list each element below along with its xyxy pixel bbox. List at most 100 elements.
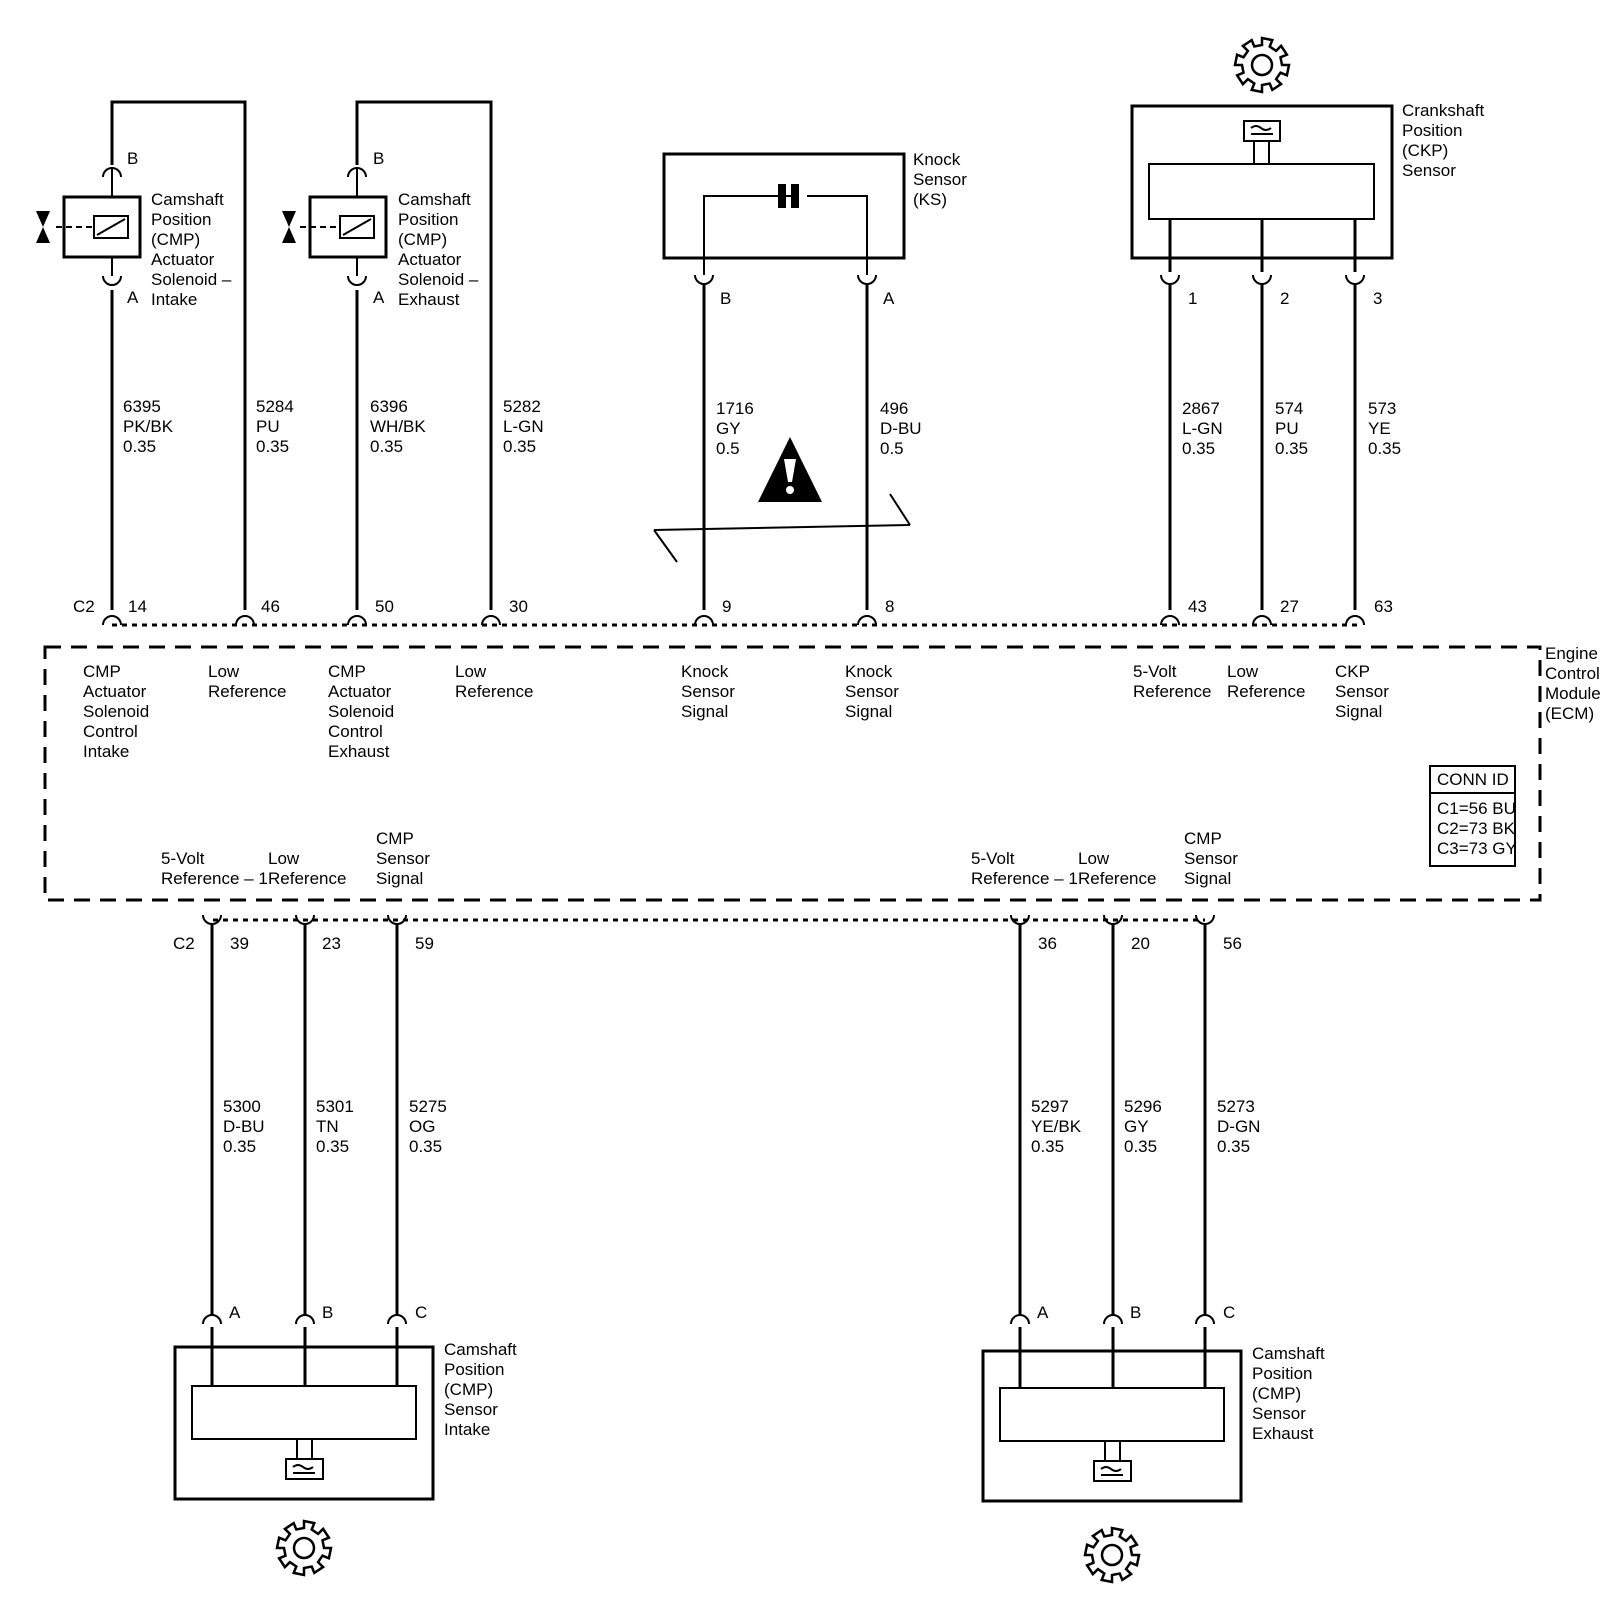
knock-sensor: B A Knock Sensor (KS) [653,150,967,610]
svg-text:B: B [1130,1303,1141,1322]
svg-text:0.35: 0.35 [409,1137,442,1156]
svg-text:0.35: 0.35 [223,1137,256,1156]
svg-text:0.35: 0.35 [316,1137,349,1156]
svg-text:0.35: 0.35 [1031,1137,1064,1156]
svg-text:0.35: 0.35 [1275,439,1308,458]
svg-text:Low: Low [1227,662,1259,681]
svg-text:0.35: 0.35 [503,437,536,456]
svg-text:5296: 5296 [1124,1097,1162,1116]
svg-text:Low: Low [268,849,300,868]
svg-text:B: B [720,289,731,308]
svg-text:Engine: Engine [1545,644,1598,663]
svg-text:Position: Position [1252,1364,1312,1383]
svg-text:1: 1 [1188,289,1197,308]
svg-text:Low: Low [455,662,487,681]
svg-text:Actuator: Actuator [398,250,462,269]
valve-icon [36,211,50,243]
svg-text:(CMP): (CMP) [1252,1384,1301,1403]
solenoid-icon [339,215,375,239]
ecm-function-label: CKP Sensor Signal [1335,662,1389,721]
cmp-sensor-intake-label: Camshaft Position (CMP) Sensor Intake [444,1340,517,1439]
svg-text:5284: 5284 [256,397,294,416]
svg-text:23: 23 [322,934,341,953]
ecm-function-label: Low Reference [1227,662,1305,701]
svg-text:59: 59 [415,934,434,953]
svg-text:C: C [415,1303,427,1322]
svg-text:Actuator: Actuator [83,682,147,701]
svg-text:Control: Control [1545,664,1600,683]
svg-text:A: A [1037,1303,1049,1322]
svg-text:2867: 2867 [1182,399,1220,418]
svg-text:Sensor: Sensor [1335,682,1389,701]
svg-text:D-BU: D-BU [223,1117,265,1136]
svg-text:Sensor: Sensor [1402,161,1456,180]
conn-id-row: C2=73 BK [1437,819,1516,838]
svg-text:Intake: Intake [444,1420,490,1439]
svg-text:(CMP): (CMP) [444,1380,493,1399]
svg-text:D-GN: D-GN [1217,1117,1260,1136]
svg-text:20: 20 [1131,934,1150,953]
svg-text:CMP: CMP [328,662,366,681]
svg-text:5275: 5275 [409,1097,447,1116]
svg-text:Sensor: Sensor [1252,1404,1306,1423]
svg-text:CKP: CKP [1335,662,1370,681]
svg-text:Solenoid: Solenoid [83,702,149,721]
svg-text:573: 573 [1368,399,1396,418]
svg-text:Camshaft: Camshaft [151,190,224,209]
gear-icon [1233,36,1291,94]
svg-text:0.35: 0.35 [370,437,403,456]
svg-text:39: 39 [230,934,249,953]
solenoid-icon [93,215,129,239]
cmp-sensor-exhaust-label: Camshaft Position (CMP) Sensor Exhaust [1252,1344,1325,1443]
svg-text:(CMP): (CMP) [398,230,447,249]
svg-text:C: C [1223,1303,1235,1322]
svg-text:Exhaust: Exhaust [328,742,390,761]
svg-text:Camshaft: Camshaft [444,1340,517,1359]
top-wire-label-6396: 6396 WH/BK 0.35 50 [370,397,426,616]
ecm-function-label: Low Reference [208,662,286,701]
bottom-wire-label-5297: 36 5297 YE/BK 0.35 [1031,934,1082,1156]
ecm-function-label: 5-Volt Reference [1133,662,1211,701]
svg-text:OG: OG [409,1117,435,1136]
svg-text:Sensor: Sensor [376,849,430,868]
ckp-sensor-label: Crankshaft Position (CKP) Sensor [1402,101,1484,180]
svg-text:Signal: Signal [845,702,892,721]
svg-text:B: B [322,1303,333,1322]
svg-text:Control: Control [83,722,138,741]
cmp-sensor-exhaust: A B C Camshaft Position (CMP) Sensor Exh… [981,1303,1325,1503]
svg-text:0.35: 0.35 [256,437,289,456]
ecm-function-label: Knock Sensor Signal [681,662,735,721]
bottom-wire-label-5301: 23 5301 TN 0.35 [316,934,354,1156]
svg-text:5273: 5273 [1217,1097,1255,1116]
svg-text:56: 56 [1223,934,1242,953]
svg-text:0.35: 0.35 [1368,439,1401,458]
gear-icon [1083,1526,1141,1584]
svg-text:YE: YE [1368,419,1391,438]
svg-text:Reference – 1: Reference – 1 [161,869,268,888]
svg-text:63: 63 [1374,597,1393,616]
gear-icon [275,1519,333,1577]
svg-text:L-GN: L-GN [1182,419,1223,438]
svg-text:(CMP): (CMP) [151,230,200,249]
svg-text:Exhaust: Exhaust [1252,1424,1314,1443]
svg-text:6396: 6396 [370,397,408,416]
svg-text:Low: Low [208,662,240,681]
svg-text:Camshaft: Camshaft [1252,1344,1325,1363]
svg-text:Position: Position [398,210,458,229]
svg-text:Signal: Signal [376,869,423,888]
warning-icon [758,437,822,502]
svg-text:Knock: Knock [913,150,961,169]
svg-text:(KS): (KS) [913,190,947,209]
svg-text:Signal: Signal [681,702,728,721]
svg-text:5297: 5297 [1031,1097,1069,1116]
svg-text:43: 43 [1188,597,1207,616]
top-wire-label-573: 573 YE 0.35 63 [1368,399,1401,616]
top-wire-label-574: 574 PU 0.35 27 [1275,399,1308,616]
svg-text:27: 27 [1280,597,1299,616]
shield-drain-line [653,493,911,563]
svg-text:0.35: 0.35 [1217,1137,1250,1156]
svg-text:Reference: Reference [455,682,533,701]
ecm-function-label: 5-Volt Reference – 1 [161,849,268,888]
svg-text:Exhaust: Exhaust [398,290,460,309]
svg-text:Module: Module [1545,684,1601,703]
